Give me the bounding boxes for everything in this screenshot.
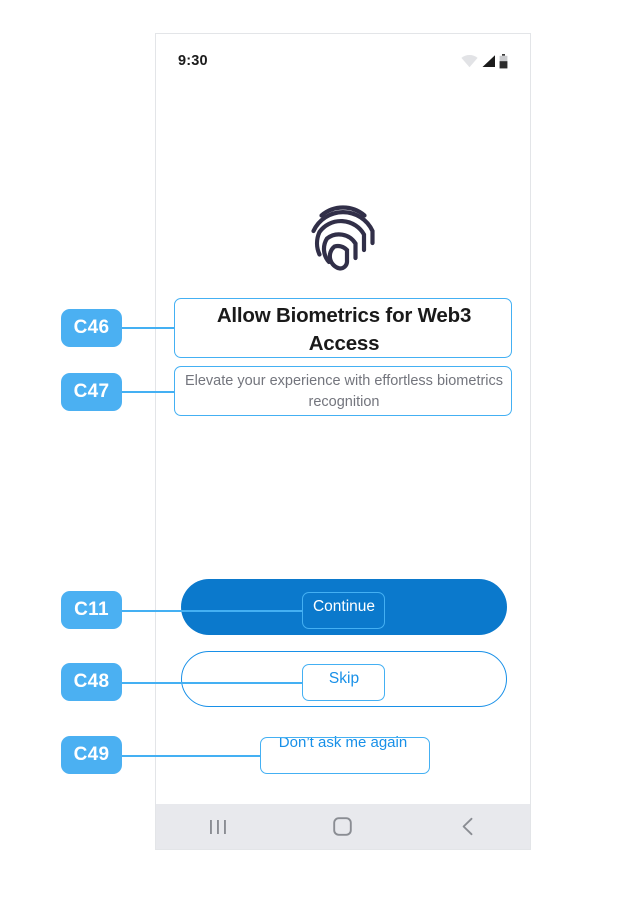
status-bar-clock: 9:30 [178,53,208,69]
status-bar: 9:30 [156,34,530,88]
dont-ask-again-button[interactable]: Don’t ask me again [278,734,408,751]
page-title: Allow Biometrics for Web3 Access [216,304,472,355]
android-nav-bar [156,804,530,849]
cellular-signal-icon [482,55,495,67]
battery-icon [499,53,508,68]
back-icon [462,817,473,836]
skip-button[interactable]: Skip [181,651,507,707]
annotation-badge-c11: C11 [61,591,122,629]
recents-button[interactable] [188,804,248,849]
phone-frame: 9:30 Allow Biometrics for Web3 Access [155,33,531,850]
annotation-badge-c48: C48 [61,663,122,701]
wifi-icon [461,54,478,68]
back-button[interactable] [438,804,498,849]
home-button[interactable] [313,804,373,849]
annotation-badge-c49: C49 [61,736,122,774]
annotation-badge-c46: C46 [61,309,122,347]
annotation-badge-c47: C47 [61,373,122,411]
fingerprint-icon-container [156,198,530,280]
home-icon [333,817,353,836]
page-subtitle: Elevate your experience with effortless … [184,373,504,411]
status-bar-icons [461,53,508,69]
continue-button[interactable]: Continue [181,579,507,635]
fingerprint-icon [311,205,375,271]
recents-icon [210,819,227,834]
